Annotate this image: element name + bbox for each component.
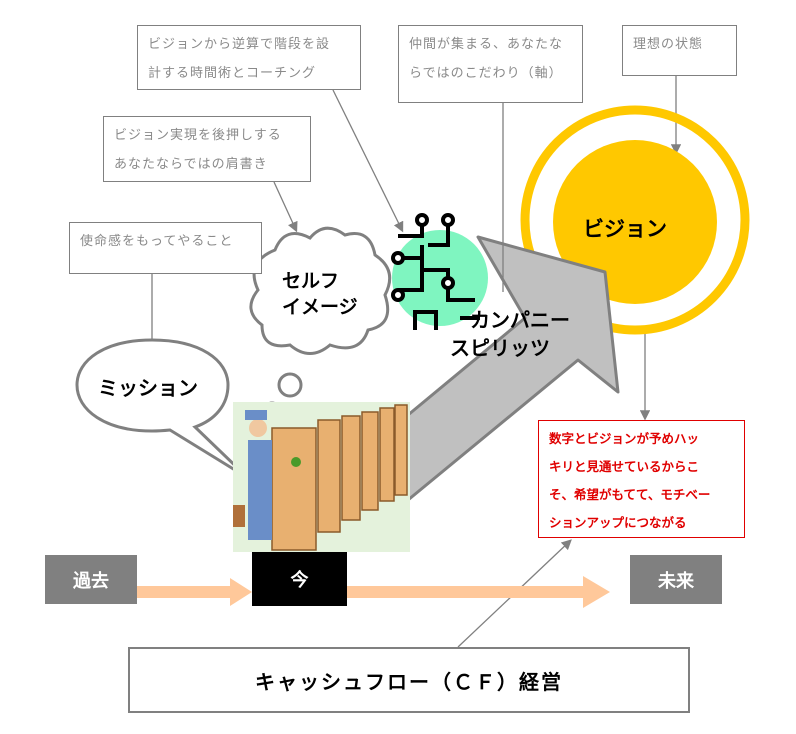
self-image-line: セルフ <box>282 270 340 292</box>
highlight-box: 数字とビジョンが予めハッ キリと見通せているからこ そ、希望がもてて、モチベー … <box>538 420 745 538</box>
timeline-now: 今 <box>252 552 347 606</box>
company-spirit-line: スピリッツ <box>450 336 550 360</box>
timeline-arrow-shaft <box>137 586 232 598</box>
highlight-line: キリと見通せているからこ <box>549 459 700 474</box>
circuit-icon <box>391 213 480 330</box>
note-ideal: 理想の状態 <box>622 25 737 76</box>
connector <box>332 89 404 233</box>
self-image-line: イメージ <box>282 296 358 318</box>
connector <box>273 181 298 233</box>
timeline-arrowhead <box>230 578 252 606</box>
vision-ring <box>520 105 750 335</box>
mission-bubble <box>75 338 250 480</box>
highlight-line: そ、希望がもてて、モチベー <box>549 487 711 502</box>
note-line: 使命感をもってやること <box>80 234 234 249</box>
timeline-arrow-shaft <box>347 586 585 598</box>
cashflow-management-box: キャッシュフロー（ＣＦ）経営 <box>128 647 690 713</box>
note-line: 仲間が集まる、あなたな <box>409 37 564 52</box>
highlight-line: ションアップにつながる <box>549 515 687 530</box>
note-line: らではのこだわり（軸） <box>409 66 563 81</box>
company-spirit-line: カンパニー <box>470 308 570 332</box>
note-line: あなたならではの肩書き <box>114 157 268 172</box>
timeline-arrowhead <box>583 576 610 608</box>
company-spirit-label: カンパニー スピリッツ <box>450 306 570 362</box>
note-time-coaching: ビジョンから逆算で階段を設 計する時間術とコーチング <box>137 25 361 90</box>
note-mission: 使命感をもってやること <box>69 222 262 274</box>
mission-label: ミッション <box>98 376 198 400</box>
note-line: 計する時間術とコーチング <box>148 66 317 81</box>
self-image-cloud <box>249 226 392 419</box>
highlight-line: 数字とビジョンが予めハッ <box>549 431 700 446</box>
growth-arrow <box>406 235 620 502</box>
timeline-past: 過去 <box>45 555 137 604</box>
note-self-image: ビジョン実現を後押しする あなたならではの肩書き <box>103 116 311 182</box>
doors-clipart <box>233 402 410 552</box>
vision-label: ビジョン <box>583 217 667 241</box>
note-line: 理想の状態 <box>633 37 704 52</box>
self-image-label: セルフ イメージ <box>282 268 358 320</box>
note-line: ビジョンから逆算で階段を設 <box>148 37 331 52</box>
timeline-future: 未来 <box>630 555 722 604</box>
vision-circle <box>553 140 717 304</box>
note-company-spirit: 仲間が集まる、あなたな らではのこだわり（軸） <box>398 25 583 103</box>
note-line: ビジョン実現を後押しする <box>114 128 282 143</box>
